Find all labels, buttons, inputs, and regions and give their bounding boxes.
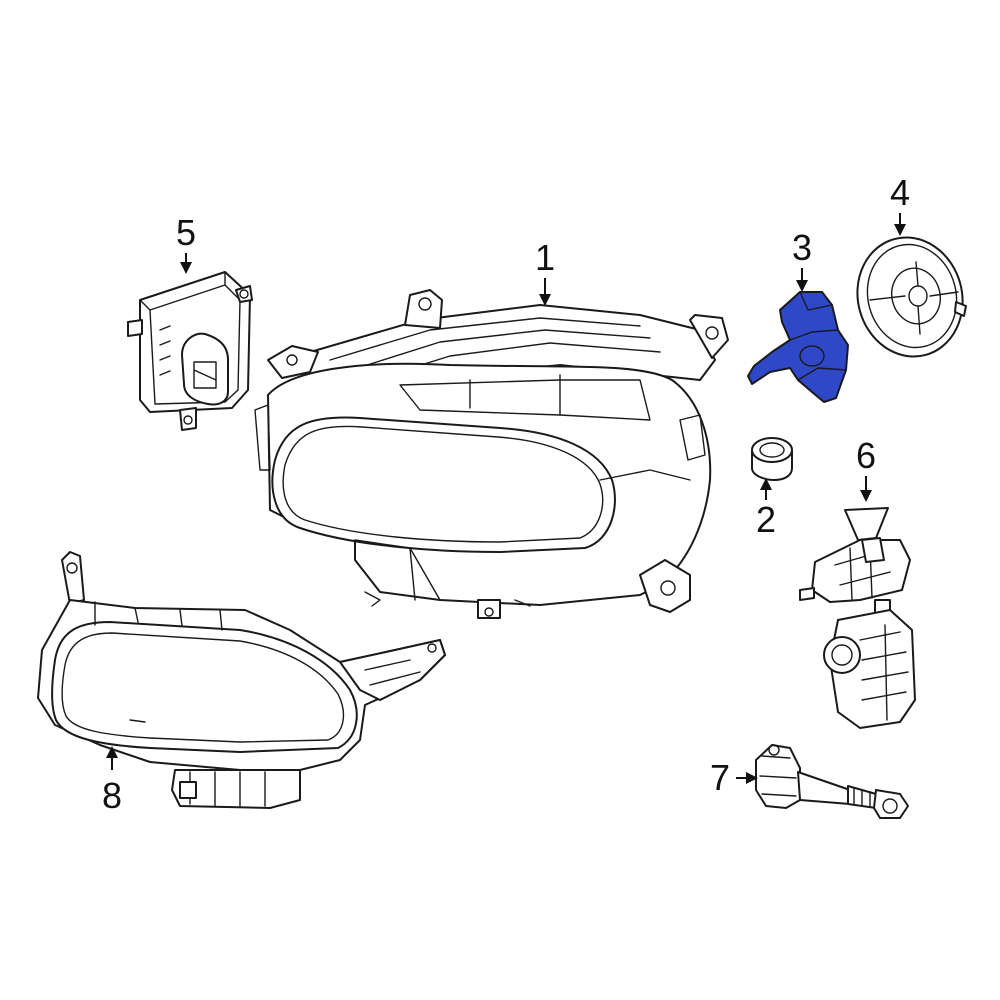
callout-3: 3 [792, 227, 812, 292]
callout-number-5: 5 [176, 212, 196, 253]
callout-number-1: 1 [535, 237, 555, 278]
bulb-part[interactable] [747, 291, 849, 403]
callout-number-3: 3 [792, 227, 812, 268]
callout-number-4: 4 [890, 172, 910, 213]
callout-8: 8 [102, 746, 122, 816]
callout-7: 7 [710, 757, 758, 798]
callout-5: 5 [176, 212, 196, 274]
callout-4: 4 [890, 172, 910, 236]
bulb-body [747, 291, 849, 403]
headlamp-assembly[interactable] [254, 289, 729, 619]
callout-2: 2 [756, 478, 776, 540]
callout-number-7: 7 [710, 757, 730, 798]
callout-number-6: 6 [856, 435, 876, 476]
cover-cap-part[interactable] [844, 226, 976, 369]
fog-lamp-bezel-part[interactable] [37, 551, 446, 809]
callout-number-2: 2 [756, 499, 776, 540]
control-module-part[interactable] [127, 271, 253, 431]
callout-6: 6 [856, 435, 876, 502]
callout-number-8: 8 [102, 775, 122, 816]
leveling-motor-part[interactable] [799, 507, 916, 729]
bushing-part[interactable] [751, 437, 793, 481]
socket-harness-part[interactable] [755, 744, 909, 819]
callout-1: 1 [535, 237, 555, 306]
